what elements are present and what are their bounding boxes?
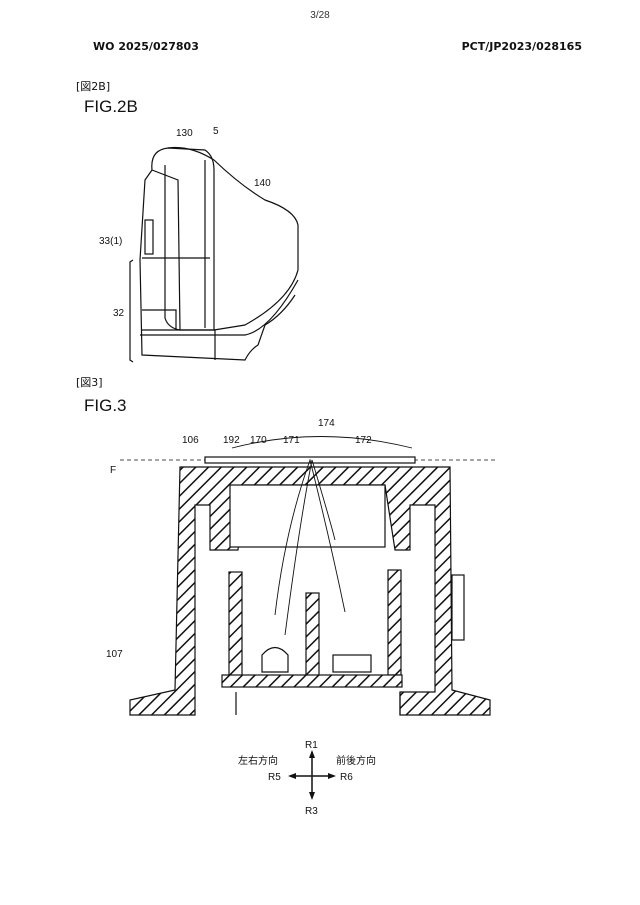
direction-front-back: 前後方向 bbox=[336, 754, 376, 767]
figure-2b-drawing bbox=[129, 146, 299, 363]
direction-r5: R5 bbox=[268, 772, 281, 783]
label-f: F bbox=[110, 465, 116, 476]
figure-2b-title: FIG.2B bbox=[84, 97, 138, 116]
label-33-1: 33(1) bbox=[99, 236, 122, 247]
label-172: 172 bbox=[355, 435, 372, 446]
label-174: 174 bbox=[318, 418, 335, 429]
label-107: 107 bbox=[106, 649, 123, 660]
label-192: 192 bbox=[223, 435, 240, 446]
label-130: 130 bbox=[176, 128, 193, 139]
label-171: 171 bbox=[283, 435, 300, 446]
figure-3-tag: [図3] bbox=[76, 376, 103, 389]
label-32: 32 bbox=[113, 308, 125, 319]
label-5: 5 bbox=[213, 126, 219, 137]
figure-2b-tag: [図2B] bbox=[76, 80, 111, 93]
direction-left-right: 左右方向 bbox=[238, 754, 278, 767]
figure-3-drawing bbox=[120, 436, 495, 716]
figure-3-title: FIG.3 bbox=[84, 396, 127, 415]
label-140: 140 bbox=[254, 178, 271, 189]
direction-r3: R3 bbox=[305, 806, 318, 817]
label-106: 106 bbox=[182, 435, 199, 446]
figure-2b-labels: 130 5 140 33(1) 32 bbox=[99, 126, 271, 319]
direction-indicator bbox=[288, 750, 336, 800]
direction-r6: R6 bbox=[340, 772, 353, 783]
publication-number: WO 2025/027803 bbox=[93, 40, 199, 53]
direction-r1: R1 bbox=[305, 740, 318, 751]
figure-3-labels: 174 106 192 170 171 172 F 107 bbox=[106, 418, 372, 660]
label-170: 170 bbox=[250, 435, 267, 446]
application-number: PCT/JP2023/028165 bbox=[461, 40, 582, 53]
page-number: 3/28 bbox=[310, 10, 330, 21]
